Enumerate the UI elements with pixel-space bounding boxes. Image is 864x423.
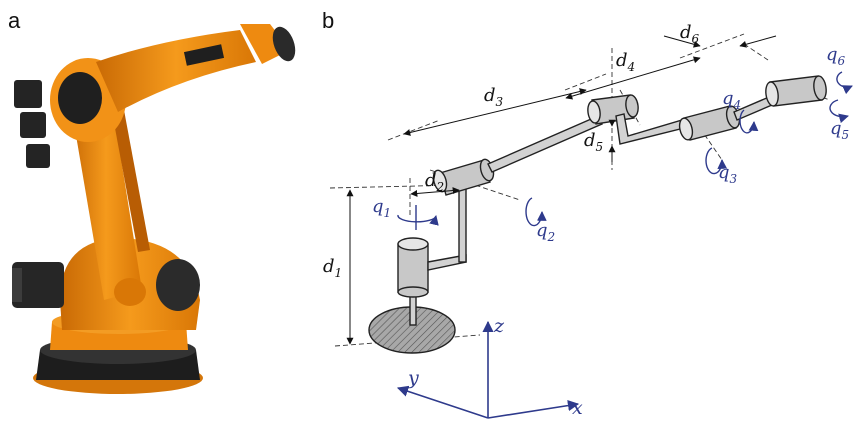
dimension-line-d2 xyxy=(410,187,460,197)
dimension-label-d6: d6 xyxy=(680,22,700,46)
joint-1-cylinder xyxy=(397,237,429,298)
x-axis-line xyxy=(487,400,580,419)
dimension-label-d4: d4 xyxy=(616,50,635,74)
rotation-arrow-q5 xyxy=(829,99,849,124)
dimension-line-d3 xyxy=(403,88,587,136)
dimension-line-d6-left xyxy=(663,35,701,48)
dimension-line-d6-right xyxy=(739,35,777,48)
dimension-label-d3: d3 xyxy=(484,85,504,109)
dimension-line-d4 xyxy=(565,56,701,100)
y-axis-label: y xyxy=(407,367,419,389)
joint-3-cylinder xyxy=(587,94,639,125)
joint-4-cylinder xyxy=(678,105,741,141)
kinematic-diagram: d1 d2 d3 d4 d5 d6 q1 q2 q3 q4 q5 q6 z y … xyxy=(323,22,853,419)
industrial-robot-illustration xyxy=(12,24,296,394)
panel-label-a: a xyxy=(8,8,21,33)
x-axis-label: x xyxy=(572,397,583,419)
rotation-arrow-q2 xyxy=(525,197,547,227)
joint-label-q1: q1 xyxy=(372,196,391,220)
z-axis-label: z xyxy=(493,315,505,337)
joint-label-q2: q2 xyxy=(536,220,555,244)
joint-label-q3: q3 xyxy=(718,162,738,186)
rotation-arrow-q3 xyxy=(705,147,728,175)
dimension-label-d1: d1 xyxy=(323,256,342,280)
joint-label-q4: q4 xyxy=(722,88,741,112)
coordinate-frame: z y x xyxy=(396,315,583,419)
panel-label-b: b xyxy=(322,8,334,33)
joint-label-q5: q5 xyxy=(830,118,849,142)
rotation-arrow-q4 xyxy=(739,109,759,134)
rotation-arrow-q6 xyxy=(836,71,853,95)
joint-label-q6: q6 xyxy=(826,44,846,68)
rotation-arrow-q1 xyxy=(397,205,439,230)
dimension-label-d5: d5 xyxy=(584,130,603,154)
y-axis-line xyxy=(396,385,489,419)
dimension-label-d2: d2 xyxy=(425,170,444,194)
wrist-cylinder xyxy=(765,75,827,107)
